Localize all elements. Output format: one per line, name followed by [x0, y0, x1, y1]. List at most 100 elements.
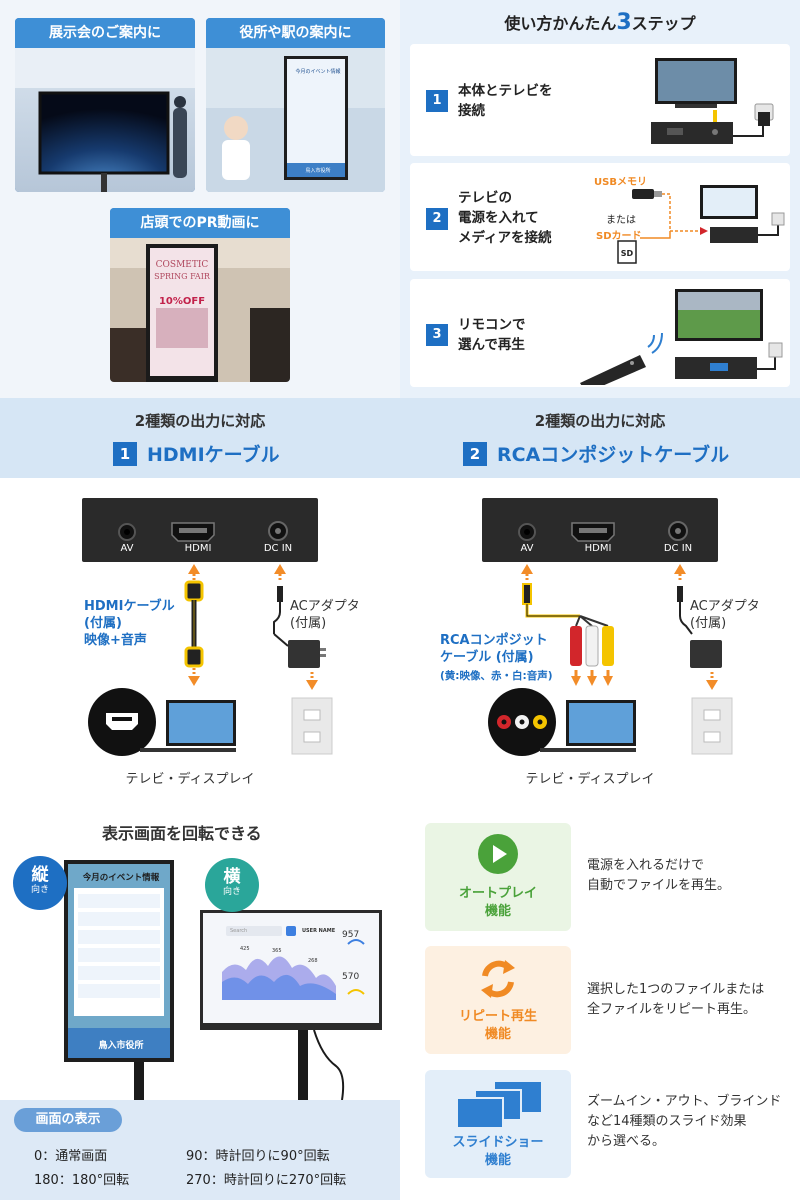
feature-slideshow: スライドショー 機能 — [425, 1070, 571, 1178]
step-1-illustration — [651, 58, 774, 144]
hdmi-device-ports — [118, 521, 288, 542]
horizontal-orientation-badge: 横 向き — [205, 858, 259, 912]
use-case-exhibition: 展示会のご案内に — [15, 18, 195, 192]
feature-repeat-desc: 選択した1つのファイルまたは 全ファイルをリピート再生。 — [587, 982, 765, 1017]
repeat-icon — [481, 960, 515, 998]
station-poster-title: 今月のイベント情報 — [295, 69, 341, 75]
exhibition-photo — [15, 48, 195, 192]
feature-repeat-label: リピート再生 機能 — [458, 1009, 537, 1042]
step-3-text: リモコンで 選んで再生 — [458, 317, 526, 353]
remote-control-icon — [580, 355, 646, 385]
vertical-orientation-badge: 縦 向き — [13, 856, 67, 910]
rca-cable-caption: RCAコンポジット ケーブル (付属) — [440, 633, 548, 665]
hdmi-output-title: 1 HDMIケーブル — [113, 440, 280, 467]
or-label: または — [606, 215, 636, 226]
use-case-store-label: 店頭でのPR動画に — [110, 208, 290, 238]
hdmi-output-number: 1 — [113, 442, 137, 466]
vertical-badge-sub: 向き — [30, 885, 49, 895]
hdmi-ac-adapter-caption: ACアダプタ (付属) — [290, 599, 360, 631]
dash-value-425: 425 — [240, 946, 250, 952]
rca-diagram-port-hdmi: HDMI — [584, 543, 612, 554]
rca-device-ports — [518, 521, 688, 542]
sd-card-icon — [617, 240, 637, 264]
hdmi-diagram-port-hdmi: HDMI — [184, 543, 212, 554]
feature-autoplay-desc: 電源を入れるだけで 自動でファイルを再生。 — [587, 858, 731, 893]
hdmi-cable-caption: HDMIケーブル (付属) 映像+音声 — [84, 599, 175, 648]
play-icon — [478, 834, 518, 874]
rca-output-subtitle: 2種類の出力に対応 — [534, 412, 666, 430]
station-photo — [206, 48, 385, 192]
cosmetic-subtitle: SPRING FAIR — [154, 272, 210, 281]
display-mode-panel: 画面の表示 0：通常画面 90：時計回りに90°回転 180：180°回転 27… — [0, 1100, 400, 1200]
dash-value-570: 570 — [342, 972, 360, 982]
step-2-card: 2 テレビの 電源を入れて メディアを接続 USBメモリ または SDカード S… — [410, 163, 790, 271]
signage-footer: 鳥入市役所 — [98, 1041, 144, 1051]
feature-slideshow-desc: ズームイン・アウト、ブラインド など14種類のスライド効果 から選べる。 — [587, 1094, 782, 1149]
display-mode-180: 180：180°回転 — [34, 1173, 130, 1188]
vertical-signage-illustration — [64, 860, 174, 1100]
usb-stick-icon — [632, 189, 654, 199]
steps-title-suffix: ステップ — [631, 14, 696, 33]
step-1-card: 1 本体とテレビを 接続 — [410, 44, 790, 156]
step-3-number: 3 — [426, 324, 448, 346]
horizontal-monitor-illustration — [200, 910, 382, 1100]
dash-value-268: 268 — [308, 958, 318, 964]
dash-value-365: 365 — [272, 948, 282, 954]
hdmi-diagram-port-dcin: DC IN — [263, 543, 293, 554]
signage-title: 今月のイベント情報 — [82, 873, 160, 883]
rca-wiring-illustration — [488, 564, 733, 756]
display-mode-label: 画面の表示 — [14, 1108, 122, 1132]
dash-value-957: 957 — [342, 930, 360, 940]
hdmi-diagram-port-av: AV — [120, 543, 134, 554]
feature-repeat: リピート再生 機能 — [425, 946, 571, 1054]
horizontal-badge-main: 横 — [223, 867, 241, 887]
hdmi-tv-label: テレビ・ディスプレイ — [125, 772, 255, 787]
feature-slideshow-label: スライドショー 機能 — [452, 1135, 544, 1168]
display-mode-90: 90：時計回りに90°回転 — [186, 1149, 330, 1164]
rotation-title: 表示画面を回転できる — [102, 824, 262, 843]
step-3-card: 3 リモコンで 選んで再生 — [410, 279, 790, 387]
feature-autoplay-label: オートプレイ 機能 — [458, 886, 537, 919]
cosmetic-title: COSMETIC — [155, 260, 209, 270]
hdmi-output-label: HDMIケーブル — [147, 444, 280, 466]
rca-diagram-port-dcin: DC IN — [663, 543, 693, 554]
use-case-station-label: 役所や駅の案内に — [206, 18, 385, 48]
hdmi-output-subtitle: 2種類の出力に対応 — [134, 412, 266, 430]
step-2-text: テレビの 電源を入れて メディアを接続 — [458, 190, 552, 246]
rca-tv-label: テレビ・ディスプレイ — [525, 772, 655, 787]
sd-label: SDカード — [596, 231, 642, 242]
slides-icon — [456, 1082, 541, 1129]
feature-autoplay: オートプレイ 機能 — [425, 823, 571, 931]
rca-output-title: 2 RCAコンポジットケーブル — [463, 440, 729, 467]
step-1-text: 本体とテレビを 接続 — [458, 83, 553, 119]
vertical-badge-main: 縦 — [31, 865, 49, 885]
rca-output-label: RCAコンポジットケーブル — [497, 444, 730, 466]
step-3-illustration — [580, 289, 783, 385]
display-mode-270: 270：時計回りに270°回転 — [186, 1173, 347, 1188]
use-case-station: 役所や駅の案内に 今月のイベント情報 鳥入市役所 — [206, 18, 385, 192]
store-photo — [110, 238, 290, 382]
station-poster-footer: 鳥入市役所 — [305, 168, 331, 174]
use-case-exhibition-label: 展示会のご案内に — [15, 18, 195, 48]
step-2-illustration — [617, 185, 785, 264]
dash-search-text: Search — [230, 928, 248, 934]
dash-user-name: USER NAME — [302, 928, 336, 934]
cosmetic-discount: 10%OFF — [158, 296, 206, 307]
steps-title-number: 3 — [616, 10, 632, 35]
hdmi-wiring-illustration — [88, 564, 333, 756]
horizontal-badge-sub: 向き — [222, 887, 241, 897]
use-case-panel: 展示会のご案内に — [0, 0, 400, 398]
sd-chip-label: SD — [620, 249, 634, 258]
rca-color-note: (黄:映像、赤・白:音声) — [440, 670, 553, 682]
rca-diagram-port-av: AV — [520, 543, 534, 554]
steps-title: 使い方かんたん3ステップ — [400, 10, 800, 35]
rca-ac-adapter-caption: ACアダプタ (付属) — [690, 599, 760, 631]
step-2-number: 2 — [426, 208, 448, 230]
use-case-store: 店頭でのPR動画に COSMETIC SPRING FAIR 10%OFF — [110, 208, 290, 382]
step-1-number: 1 — [426, 90, 448, 112]
usb-label: USBメモリ — [594, 177, 647, 188]
display-mode-0: 0：通常画面 — [34, 1149, 108, 1164]
steps-title-prefix: 使い方かんたん — [504, 14, 617, 33]
rca-output-number: 2 — [463, 442, 487, 466]
